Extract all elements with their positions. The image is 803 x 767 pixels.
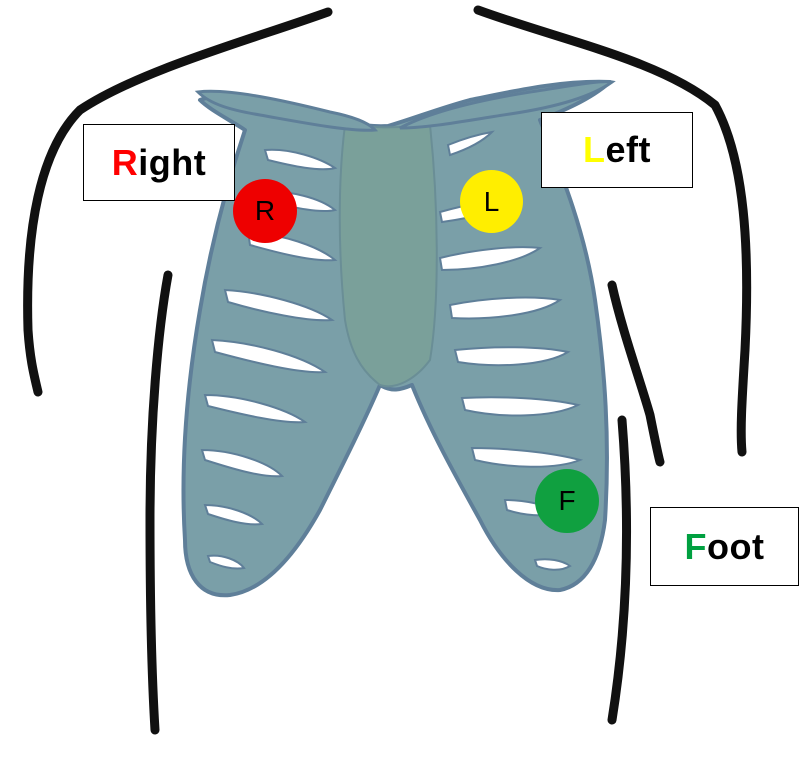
electrode-left: L — [460, 170, 523, 233]
electrode-left-text: L — [484, 186, 500, 218]
right-side-lower-outline — [612, 420, 627, 720]
left-arm-inner-outline — [150, 275, 168, 730]
label-right-initial: R — [112, 142, 139, 184]
label-foot-rest: oot — [707, 526, 764, 568]
electrode-right-text: R — [255, 195, 275, 227]
label-left-initial: L — [583, 129, 606, 171]
electrode-foot: F — [535, 469, 599, 533]
label-right-rest: ight — [138, 142, 206, 184]
label-left-rest: eft — [606, 129, 652, 171]
electrode-right: R — [233, 179, 297, 243]
sternum — [340, 125, 437, 386]
label-foot-initial: F — [685, 526, 708, 568]
electrode-foot-text: F — [558, 485, 575, 517]
